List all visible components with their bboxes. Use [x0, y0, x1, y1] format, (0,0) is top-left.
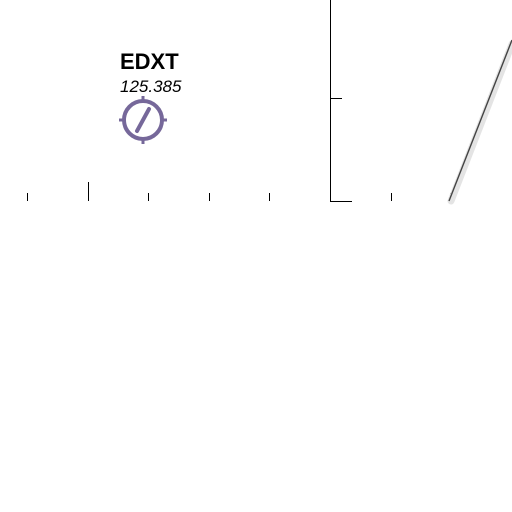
airfield-frequency-label: 125.385 [120, 77, 182, 96]
runway-bar [135, 107, 151, 133]
scale-ticks [27, 182, 451, 201]
airfield-ident-label: EDXT [120, 49, 179, 74]
vertical-axis [330, 0, 352, 202]
airfield-symbol-icon[interactable] [119, 96, 167, 144]
route-line[interactable] [447, 39, 512, 205]
